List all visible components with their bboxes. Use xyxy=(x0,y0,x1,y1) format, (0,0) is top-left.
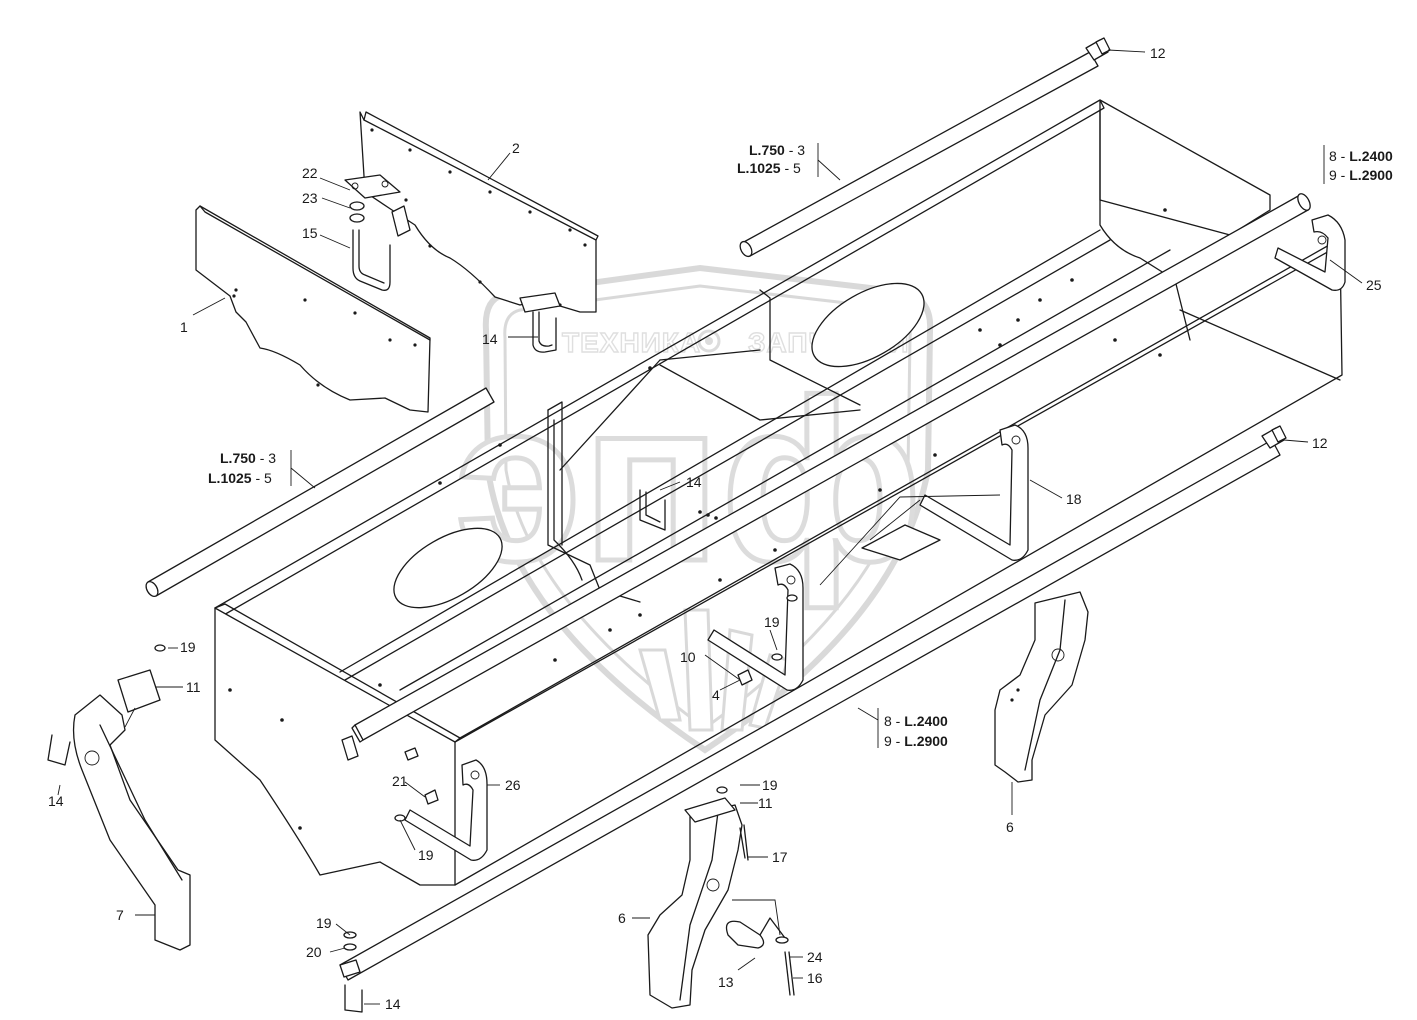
bar-upper-right xyxy=(351,193,1311,743)
callout-18: 18 xyxy=(1066,491,1082,507)
callout-24: 24 xyxy=(807,949,823,965)
hitch-bracket-18 xyxy=(861,424,1029,561)
callout-4: 4 xyxy=(712,687,720,703)
callout-19-box: 19 xyxy=(418,847,434,863)
u-bolt-14-lower xyxy=(339,931,363,1013)
length-table-upper-tube: L.750 - 3 L.1025 - 5 xyxy=(737,142,819,177)
callout-12-upper: 12 xyxy=(1150,45,1166,61)
callout-16: 16 xyxy=(807,970,823,986)
wheat-icon xyxy=(638,608,790,732)
callout-26: 26 xyxy=(505,777,521,793)
callout-25: 25 xyxy=(1366,277,1382,293)
hitch-bracket-25 xyxy=(1274,214,1346,291)
u-bolt-15 xyxy=(352,229,391,291)
length-row-1: L.750 - 3 xyxy=(749,142,805,158)
callout-6-right: 6 xyxy=(1006,819,1014,835)
leader-lines xyxy=(57,49,1363,1005)
callout-7: 7 xyxy=(116,907,124,923)
length-row-2: 9 - L.2900 xyxy=(884,733,948,749)
callout-20: 20 xyxy=(306,944,322,960)
callout-6-lower: 6 xyxy=(618,910,626,926)
callouts: 12 2 22 23 15 1 14 12 25 18 14 19 10 4 1… xyxy=(48,45,1382,1012)
callout-19-lower: 19 xyxy=(762,777,778,793)
hitch-bracket-10 xyxy=(707,563,804,691)
length-table-left-tube: L.750 - 3 L.1025 - 5 xyxy=(208,450,292,486)
hitch-pin-13 xyxy=(725,917,795,996)
support-leg-6-lower xyxy=(647,786,749,1009)
tube-upper xyxy=(739,51,1099,258)
callout-14-bottom: 14 xyxy=(385,996,401,1012)
side-panel xyxy=(195,205,431,413)
watermark-shield-inner xyxy=(503,284,912,730)
main-box-frame xyxy=(214,99,1343,886)
callout-19-bottom: 19 xyxy=(316,915,332,931)
callout-10: 10 xyxy=(680,649,696,665)
callout-23: 23 xyxy=(302,190,318,206)
callout-19-left: 19 xyxy=(180,639,196,655)
gear-icon xyxy=(697,329,721,353)
length-row-2: 9 - L.2900 xyxy=(1329,167,1393,183)
callout-11-lower: 11 xyxy=(758,795,773,811)
length-row-1: 8 - L.2400 xyxy=(1329,148,1393,164)
support-leg-6-right xyxy=(994,591,1089,783)
u-bolt-14-upper xyxy=(519,292,561,353)
callout-21: 21 xyxy=(392,773,408,789)
callout-12-lower: 12 xyxy=(1312,435,1328,451)
nut-23 xyxy=(349,201,365,223)
u-bolt-14-middle xyxy=(639,489,666,531)
callout-17: 17 xyxy=(772,849,788,865)
callout-13: 13 xyxy=(718,974,734,990)
callout-2: 2 xyxy=(512,140,520,156)
length-row-2: L.1025 - 5 xyxy=(737,160,801,176)
tube-left xyxy=(145,387,495,598)
callout-1: 1 xyxy=(180,319,188,335)
bracket-plate-22 xyxy=(344,174,411,237)
callout-14-left: 14 xyxy=(48,793,64,809)
hitch-bracket-26 xyxy=(404,759,488,861)
callout-11-left: 11 xyxy=(186,679,201,695)
length-row-2: L.1025 - 5 xyxy=(208,470,272,486)
callout-14-middle: 14 xyxy=(686,474,702,490)
length-row-1: L.750 - 3 xyxy=(220,450,276,466)
watermark-monogram: эпф xyxy=(455,352,922,609)
support-leg-7 xyxy=(47,644,191,951)
callout-22: 22 xyxy=(302,165,318,181)
length-table-upper-right-bar: 8 - L.2400 9 - L.2900 xyxy=(1323,145,1393,184)
length-table-lower-bar: 8 - L.2400 9 - L.2900 xyxy=(877,708,948,749)
bolts-on-box xyxy=(394,594,798,822)
callout-19-mid: 19 xyxy=(764,614,780,630)
callout-15: 15 xyxy=(302,225,318,241)
callout-14-upper: 14 xyxy=(482,331,498,347)
length-row-1: 8 - L.2400 xyxy=(884,713,948,729)
